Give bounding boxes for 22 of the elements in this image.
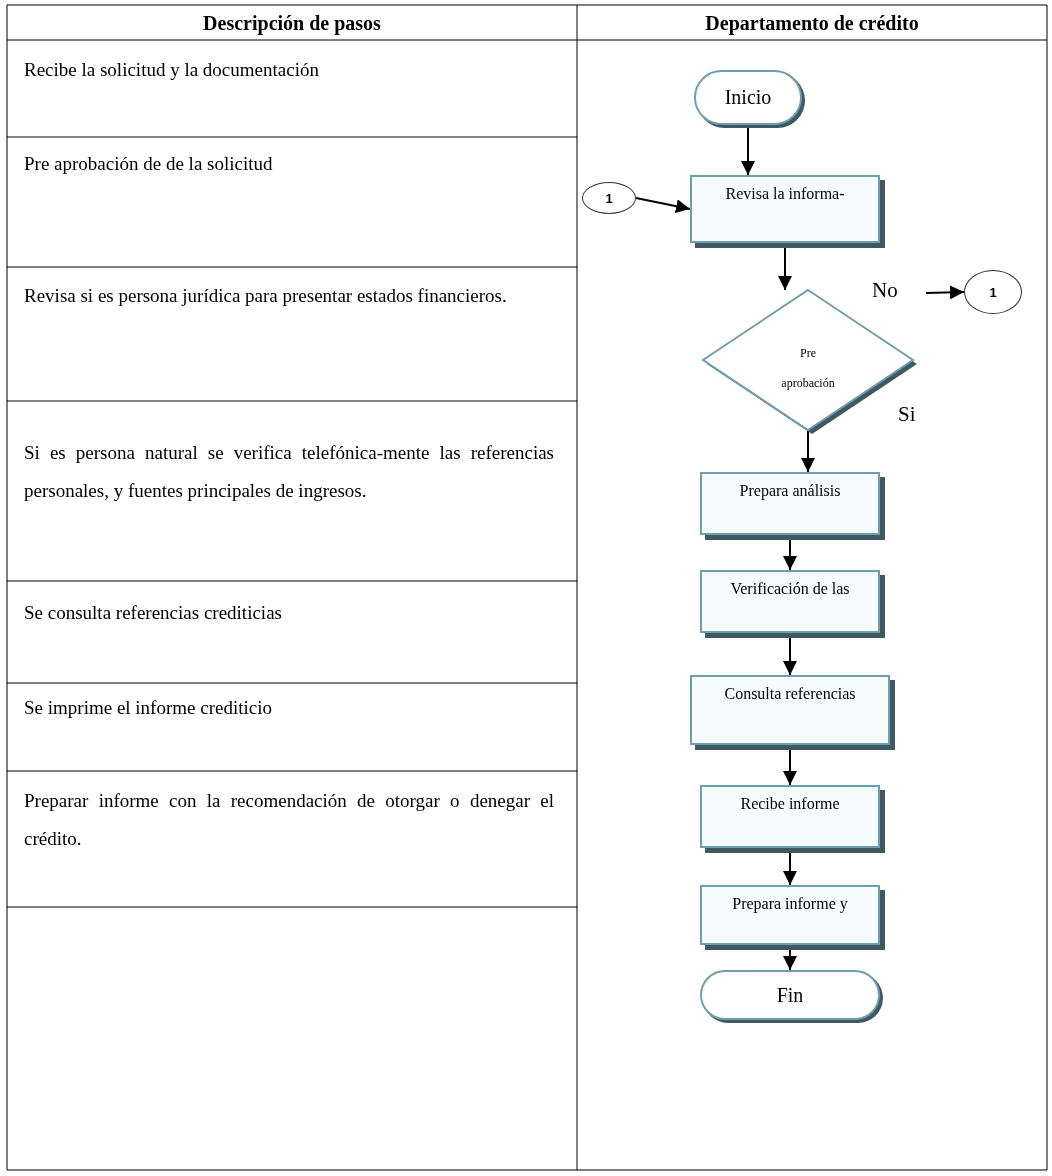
arrow bbox=[635, 197, 691, 214]
arrow bbox=[783, 949, 797, 971]
step-description: Recibe la solicitud y la documentación bbox=[24, 57, 320, 82]
arrow bbox=[783, 852, 797, 886]
step-description: Revisa si es persona jurídica para presentar estados financieros. bbox=[24, 284, 508, 308]
connector-circle: 1 bbox=[964, 270, 1022, 314]
step-description: Se imprime el informe crediticio bbox=[24, 696, 273, 720]
arrow bbox=[925, 285, 965, 300]
arrow bbox=[783, 637, 797, 676]
column-header: Departamento de crédito bbox=[704, 12, 920, 35]
step-description: Si es persona natural se verifica telefónica-mente las referencias personales, y fuentes principales de ingresos. bbox=[24, 441, 554, 503]
terminal-box: Inicio bbox=[694, 70, 802, 125]
arrow bbox=[783, 749, 797, 786]
arrow bbox=[801, 429, 815, 473]
connector-circle: 1 bbox=[582, 182, 636, 214]
step-description: Se consulta referencias crediticias bbox=[24, 601, 283, 625]
column-header: Descripción de pasos bbox=[202, 12, 382, 35]
arrow bbox=[778, 247, 792, 291]
arrow bbox=[783, 539, 797, 571]
step-description: Preparar informe con la recomendación de otorgar o denegar el crédito. bbox=[24, 789, 554, 851]
step-description: Pre aprobación de de la solicitud bbox=[24, 152, 274, 176]
terminal-box: Fin bbox=[700, 970, 880, 1020]
